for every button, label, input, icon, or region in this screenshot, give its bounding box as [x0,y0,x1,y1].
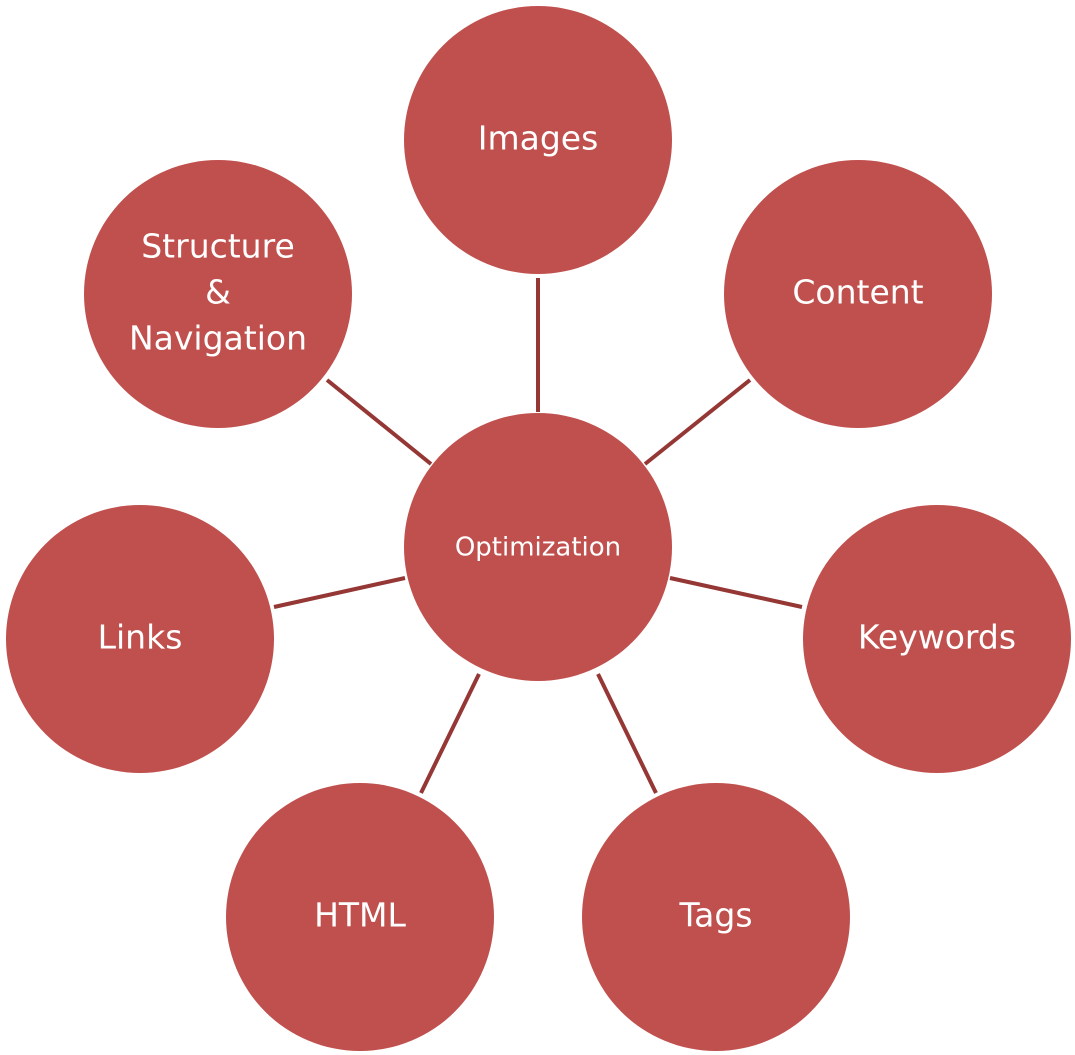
connector-html [419,673,481,794]
node-html-label: HTML [314,896,406,935]
connector-links [273,576,406,609]
connector-content [643,378,752,466]
node-structure-label-line-3: Navigation [129,319,307,358]
node-content: Content [724,160,992,428]
node-images: Images [404,6,672,274]
node-html: HTML [226,783,494,1051]
connectors [273,278,803,794]
connector-keywords [669,576,803,609]
node-structure-label-line-2: & [205,273,231,312]
node-content-label: Content [792,273,923,312]
node-tags-label: Tags [678,896,752,935]
node-keywords-label: Keywords [858,618,1016,657]
node-tags: Tags [582,783,850,1051]
connector-structure [325,378,433,466]
node-structure-label-line-1: Structure [141,227,295,266]
node-structure-navigation: Structure & Navigation [84,160,352,428]
node-links-label: Links [98,618,183,657]
center-node: Optimization [404,413,672,681]
node-images-label: Images [478,119,599,158]
node-links: Links [6,505,274,773]
center-node-label: Optimization [455,533,621,563]
connector-tags [596,673,658,794]
node-keywords: Keywords [803,505,1071,773]
